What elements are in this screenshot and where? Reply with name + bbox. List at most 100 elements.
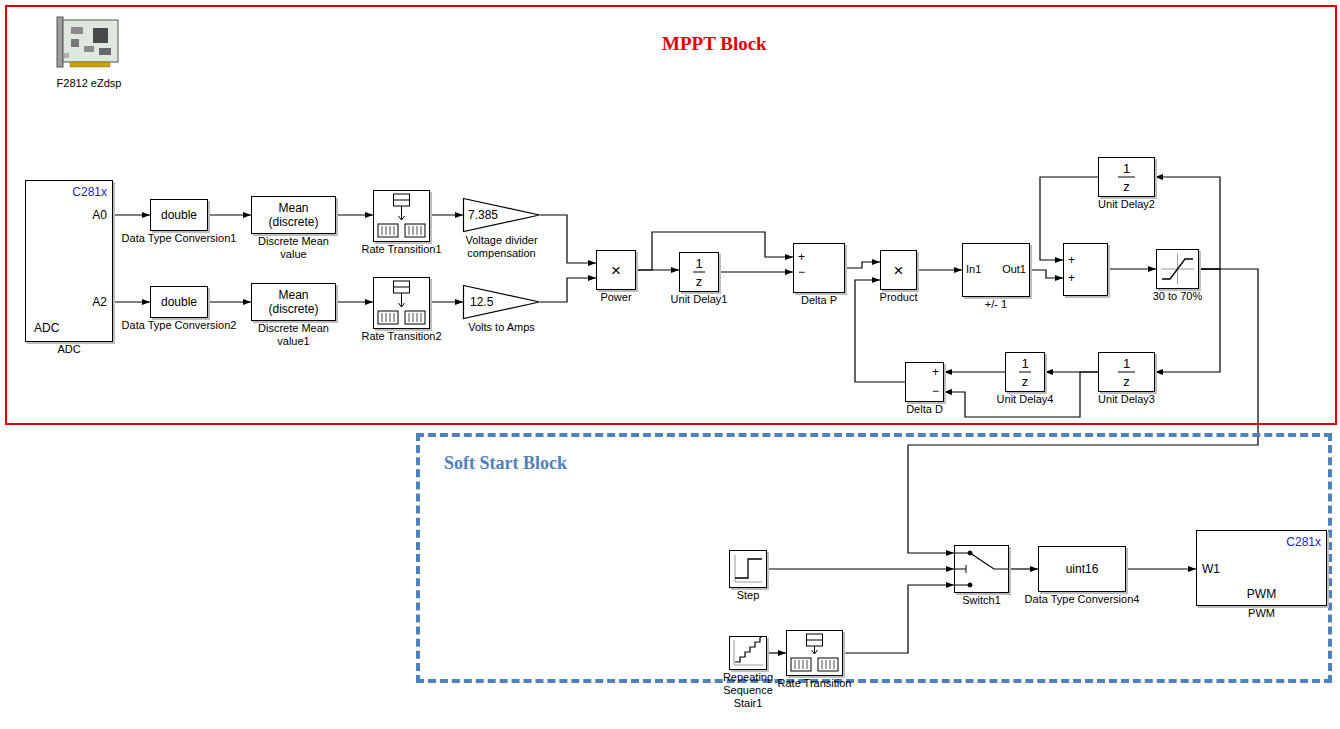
- block-label: double: [161, 208, 197, 222]
- port-label: C281x: [1286, 535, 1321, 549]
- gain-block: 7.385Voltage divider compensation: [463, 198, 540, 232]
- simulink-block: Rate Transition: [786, 630, 843, 676]
- signal-line: [1126, 568, 1196, 569]
- port-label: z: [1123, 179, 1130, 194]
- signal-line: [908, 269, 1258, 553]
- signal-line: [917, 269, 962, 270]
- port-label: +: [932, 365, 939, 379]
- simulink-block: doubleData Type Conversion2: [150, 286, 208, 318]
- simulink-block: Mean (discrete)Discrete Mean value: [251, 196, 336, 234]
- step-symbol: [729, 550, 767, 588]
- port-label: ADC: [34, 321, 59, 335]
- port-label: −: [932, 384, 939, 398]
- block-caption: 30 to 70%: [1153, 290, 1203, 303]
- block-caption: Volts to Amps: [468, 321, 535, 334]
- block-label: Mean (discrete): [261, 288, 327, 316]
- block-label: uint16: [1066, 562, 1099, 576]
- signal-line: [336, 214, 373, 215]
- block-caption: Discrete Mean value1: [254, 322, 334, 348]
- port-label: C281x: [72, 185, 107, 199]
- rt-symbol: [373, 277, 430, 329]
- signal-line: [540, 215, 596, 263]
- port-label: Out1: [1002, 263, 1026, 276]
- simulink-block: doubleData Type Conversion1: [150, 199, 208, 231]
- block-caption: Unit Delay1: [671, 293, 728, 306]
- port-label: z: [696, 274, 703, 289]
- signal-line: [430, 214, 463, 215]
- signal-line: [113, 301, 150, 302]
- simulink-block: Repeating Sequence Stair1: [729, 636, 767, 670]
- simulink-block: Rate Transition2: [373, 277, 430, 329]
- simulink-block: C281xA0A2ADCADC: [25, 180, 113, 342]
- simulink-block: Switch1: [954, 545, 1009, 593]
- port-label: 1: [1021, 356, 1028, 371]
- region-frame: C281xA0A2ADCADCdoubleData Type Conversio…: [5, 5, 1337, 425]
- signal-line: [944, 371, 1005, 372]
- port-label: −: [798, 265, 805, 279]
- sat-symbol: [1156, 249, 1199, 289]
- simulink-block: ×Product: [880, 250, 917, 290]
- signal-line: [1030, 270, 1063, 278]
- block-caption: +/- 1: [985, 298, 1007, 311]
- region-frame: StepSwitch1uint16Data Type Conversion4C2…: [416, 433, 1332, 683]
- block-caption: Unit Delay2: [1098, 198, 1155, 211]
- block-caption: Unit Delay4: [997, 393, 1054, 406]
- rt-symbol: [786, 630, 843, 676]
- port-label: 1: [1123, 161, 1130, 176]
- port-label: 1: [1123, 356, 1130, 371]
- signal-line: [540, 278, 596, 302]
- block-label: Mean (discrete): [261, 201, 327, 229]
- simulink-block: Rate Transition1: [373, 190, 430, 242]
- port-label: +: [1068, 253, 1075, 267]
- port-label: W1: [1202, 562, 1220, 576]
- simulink-block: +−Delta D: [905, 362, 944, 402]
- block-caption: Switch1: [962, 594, 1001, 607]
- region-title: Soft Start Block: [444, 453, 567, 473]
- simulink-block: 1zUnit Delay1: [679, 252, 719, 292]
- block-caption: Data Type Conversion1: [122, 232, 237, 245]
- block-caption: Product: [880, 291, 918, 304]
- block-caption: Delta D: [906, 403, 943, 416]
- block-caption: PWM: [1248, 607, 1275, 620]
- port-label: +: [1068, 271, 1075, 285]
- signal-line: [113, 214, 150, 215]
- signal-line: [1009, 568, 1038, 569]
- port-label: +: [798, 250, 805, 264]
- ezdsp-board-icon: [57, 17, 118, 67]
- port-label: A2: [92, 295, 107, 309]
- signal-line: [843, 585, 954, 653]
- block-caption: Power: [600, 291, 631, 304]
- block-caption: Delta P: [801, 294, 837, 307]
- simulink-block: 1zUnit Delay2: [1098, 157, 1155, 197]
- block-caption: Rate Transition1: [361, 243, 441, 256]
- region-title: MPPT Block: [662, 33, 767, 54]
- port-label: z: [1123, 374, 1130, 389]
- block-caption: Unit Delay3: [1098, 393, 1155, 406]
- signal-line: [845, 262, 880, 268]
- port-label: PWM: [1247, 587, 1276, 601]
- block-caption: Rate Transition: [778, 677, 852, 690]
- block-caption: Data Type Conversion4: [1025, 593, 1140, 606]
- simulink-block: 30 to 70%: [1156, 249, 1199, 289]
- simulink-block: uint16Data Type Conversion4: [1038, 546, 1126, 592]
- simulink-block: +−Delta P: [793, 243, 845, 293]
- simulink-block: 1zUnit Delay3: [1098, 352, 1155, 392]
- port-label: 12.5: [470, 295, 493, 309]
- port-label: In1: [966, 263, 981, 276]
- stair-symbol: [729, 636, 767, 670]
- simulink-block: Step: [729, 550, 767, 588]
- port-label: z: [1022, 374, 1029, 389]
- simulink-block: In1Out1+/- 1: [962, 243, 1030, 297]
- block-label: ×: [894, 261, 904, 280]
- simulink-block: ++: [1063, 243, 1108, 296]
- board-label: F2812 eZdsp: [57, 77, 122, 90]
- simulink-block: Mean (discrete)Discrete Mean value1: [251, 283, 336, 321]
- block-caption: ADC: [57, 343, 80, 356]
- block-caption: Data Type Conversion2: [122, 319, 237, 332]
- block-caption: Repeating Sequence Stair1: [715, 671, 781, 710]
- block-label: ×: [611, 261, 621, 280]
- sw-symbol: [954, 545, 1009, 593]
- port-label: 7.385: [468, 208, 498, 222]
- signal-line: [719, 271, 793, 272]
